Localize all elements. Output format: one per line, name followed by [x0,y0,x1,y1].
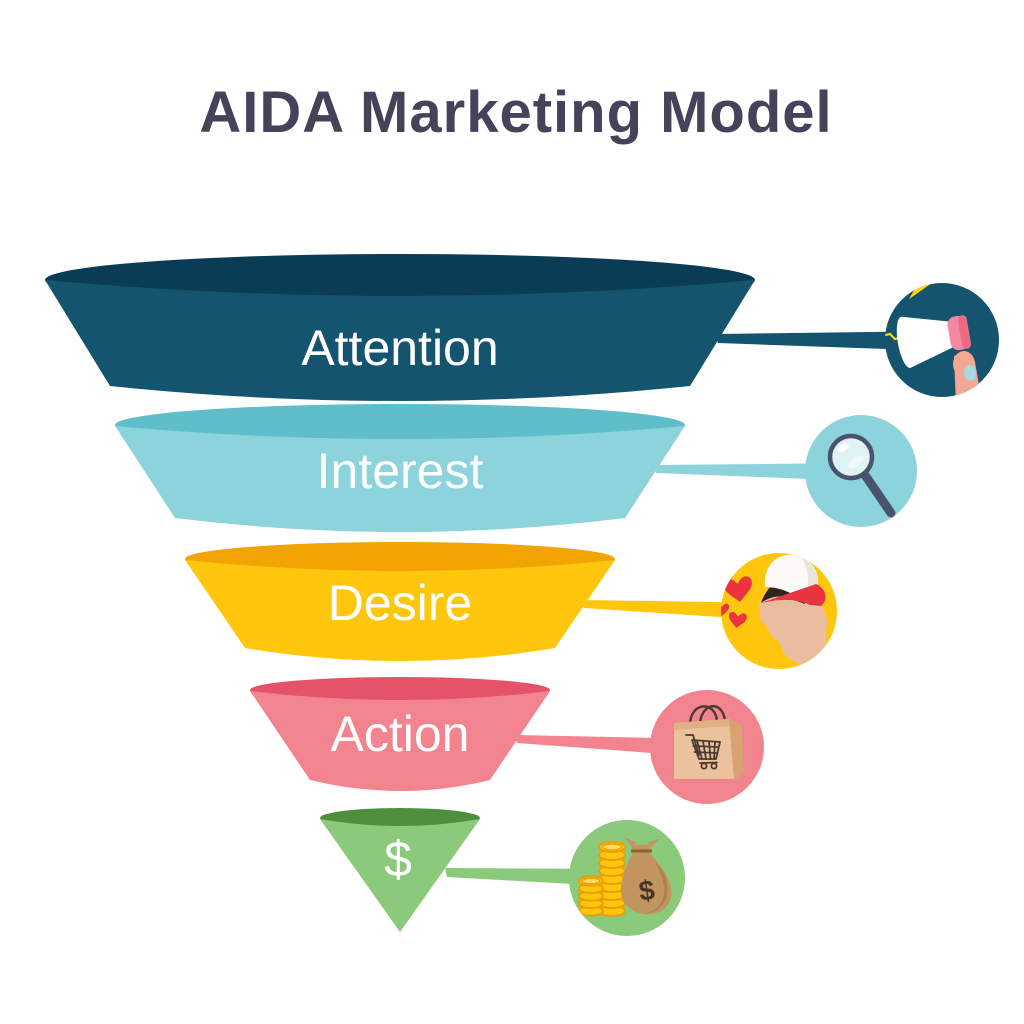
funnel-stage-action-top [250,677,550,703]
funnel-stage-dollar: $ [320,808,685,936]
page-title: AIDA Marketing Model [199,80,832,145]
magnifier-handle [860,470,896,518]
bag-side [729,719,744,779]
bag-handle [698,705,727,726]
funnel-stage-interest-top [115,404,685,446]
money-bag [621,845,672,915]
money-bag-ear [624,837,637,847]
megaphone-icon [885,283,982,397]
funnel-stage-desire: Desire [185,542,837,669]
stage-label-attention: Attention [301,320,498,376]
funnel-stage-dollar-top [320,808,480,828]
stage-label-desire: Desire [328,575,472,631]
funnel-stage-dollar-body [320,819,480,932]
funnel-stage-interest: Interest [115,404,917,532]
cart-icon [685,734,721,770]
stage-label-dollar: $ [384,831,412,887]
coin-top-face [581,877,601,885]
bag-top-fold [674,719,730,730]
stage-label-action: Action [331,706,470,762]
coin-stack-short [578,875,604,917]
megaphone-bell-cap [957,315,972,349]
head-with-hearts-icon [721,554,827,666]
funnel-stage-interest-body [115,426,685,532]
heart-icon [721,603,730,617]
heart-icon [723,576,752,602]
funnel-stage-action: Action [250,677,764,804]
lens-highlight [848,455,864,469]
magnifier-lens [827,433,875,481]
cap-brim [761,584,826,606]
lens-highlight [837,443,849,453]
megaphone-cuff [964,365,976,381]
coin-top-face [601,843,623,851]
funnel-stage-action-body [250,691,550,791]
funnel-stage-attention: Attention [45,254,999,401]
magnifying-glass-icon [827,433,896,518]
stage-label-interest: Interest [317,443,484,499]
megaphone-mouth [896,316,915,368]
money-bag-shade [643,862,668,914]
money-bag-ear [647,838,661,847]
funnel-stage-attention-body [45,280,755,401]
shopping-bag-cart-icon [674,705,744,779]
heart-icon [728,611,747,628]
funnel-stage-desire-top [185,542,615,576]
bag-handle [688,705,719,724]
money-bag-dollar-sign: $ [637,874,657,907]
money-coins-bag-icon: $ [578,837,672,917]
funnel-stage-desire-body [185,560,615,661]
